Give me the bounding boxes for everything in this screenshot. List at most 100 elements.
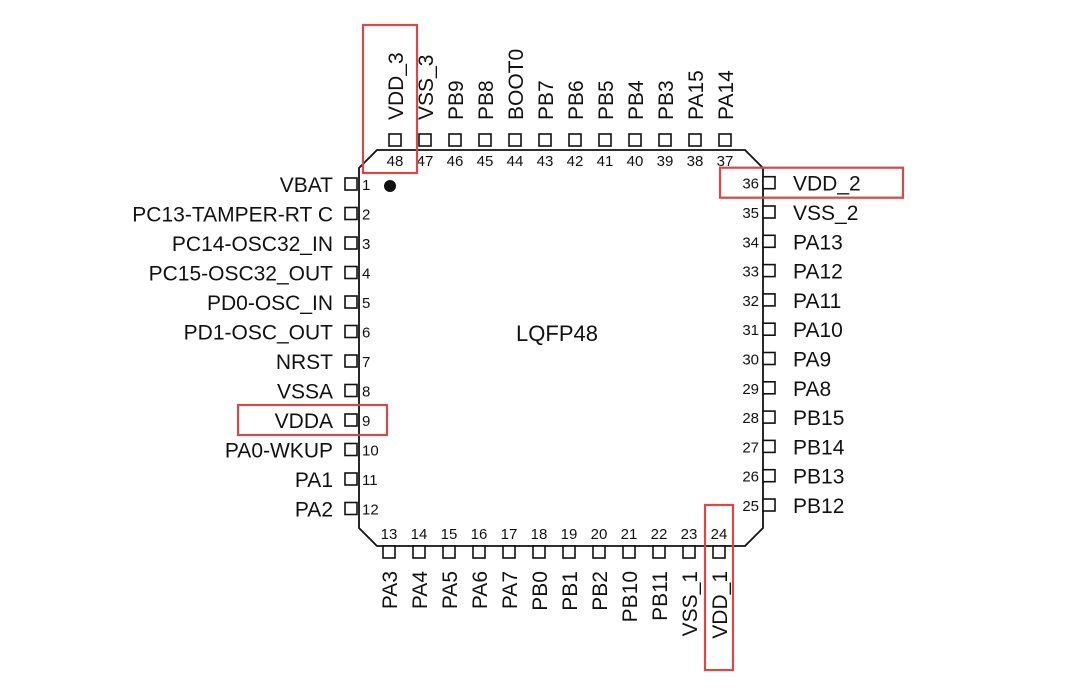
pin-number: 22 <box>651 526 668 543</box>
pin-name: PB13 <box>793 466 844 489</box>
pin-name: PA14 <box>715 70 738 120</box>
pin-name: VBAT <box>280 174 333 197</box>
pin-number: 20 <box>591 526 608 543</box>
pin-pad <box>762 439 776 454</box>
pin-number: 47 <box>417 153 434 170</box>
pin-number: 29 <box>742 381 759 398</box>
pin-pad <box>592 545 606 559</box>
pin-number: 39 <box>657 153 674 170</box>
pin-name: PB14 <box>793 436 845 459</box>
pin-name: PB7 <box>535 80 558 120</box>
pin-pad <box>762 205 776 219</box>
pin-pad <box>442 545 456 559</box>
pin-number: 14 <box>411 526 428 543</box>
pin-name: PA11 <box>793 290 841 313</box>
pin1-indicator-dot <box>384 180 396 192</box>
pin-pad <box>344 177 358 191</box>
pin-name: PA1 <box>295 469 333 492</box>
pin-pad <box>622 545 636 559</box>
pin-pad <box>688 133 702 147</box>
pin-pad <box>344 354 358 368</box>
pin-number: 12 <box>362 502 379 519</box>
pin-pad <box>412 545 426 559</box>
pin-number: 5 <box>362 295 370 312</box>
pin-name: PA8 <box>793 378 831 401</box>
figure-reference: ai14392 <box>800 687 853 689</box>
pin-name: PA0-WKUP <box>225 440 333 463</box>
package-name: LQFP48 <box>516 321 598 346</box>
pin-number: 15 <box>441 526 458 543</box>
pin-name: PA6 <box>469 571 492 609</box>
pin-pad <box>344 324 358 339</box>
pin-number: 4 <box>362 266 370 283</box>
pin-pad <box>508 133 522 147</box>
pin-name: PA15 <box>685 70 708 120</box>
pin-pad <box>762 351 776 366</box>
pin-number: 36 <box>742 176 759 193</box>
pin-number: 11 <box>362 472 378 489</box>
pin-name: PD1-OSC_OUT <box>184 322 334 345</box>
pin-number: 37 <box>717 153 734 170</box>
pin-pad <box>762 322 776 337</box>
pin-number: 24 <box>711 526 728 543</box>
pin-pad <box>344 295 358 309</box>
pin-pad <box>472 545 486 559</box>
pin-name: VDD_1 <box>709 571 732 639</box>
pin-pad <box>762 263 776 278</box>
pin-number: 17 <box>501 526 518 543</box>
highlight-box-vdd-1 <box>703 503 735 672</box>
pin-pad <box>382 545 396 559</box>
pin-number: 7 <box>362 354 370 371</box>
pin-number: 32 <box>742 293 759 310</box>
pin-name: PA9 <box>793 349 831 372</box>
highlight-box-vdd-3 <box>361 23 419 175</box>
pin-name: PB2 <box>589 571 612 611</box>
pin-pad <box>658 133 672 147</box>
pin-name: PB11 <box>649 571 672 621</box>
pin-name: PD0-OSC_IN <box>207 292 333 315</box>
pin-number: 26 <box>742 469 759 486</box>
pin-pad <box>344 442 358 457</box>
pin-number: 19 <box>561 526 578 543</box>
pin-pad <box>532 545 546 559</box>
pin-name: PB8 <box>475 80 498 120</box>
pin-number: 27 <box>742 439 759 456</box>
pin-pad <box>718 133 732 147</box>
pin-pad <box>344 265 358 280</box>
pin-number: 2 <box>362 207 370 224</box>
pin-name: PB3 <box>655 80 678 120</box>
pin-name: PB15 <box>793 407 844 430</box>
pin-pad <box>448 133 462 147</box>
pin-number: 18 <box>531 526 548 543</box>
pin-number: 48 <box>387 153 404 170</box>
pin-pad <box>562 545 576 559</box>
pin-number: 46 <box>447 153 464 170</box>
pin-name: PC14-OSC32_IN <box>172 233 333 256</box>
pin-name: PB5 <box>595 80 618 120</box>
pin-pb13: 26 PB13 <box>742 466 844 489</box>
pin-pad <box>502 545 516 559</box>
pin-name: PB4 <box>625 80 648 120</box>
pin-name: PA10 <box>793 319 843 342</box>
